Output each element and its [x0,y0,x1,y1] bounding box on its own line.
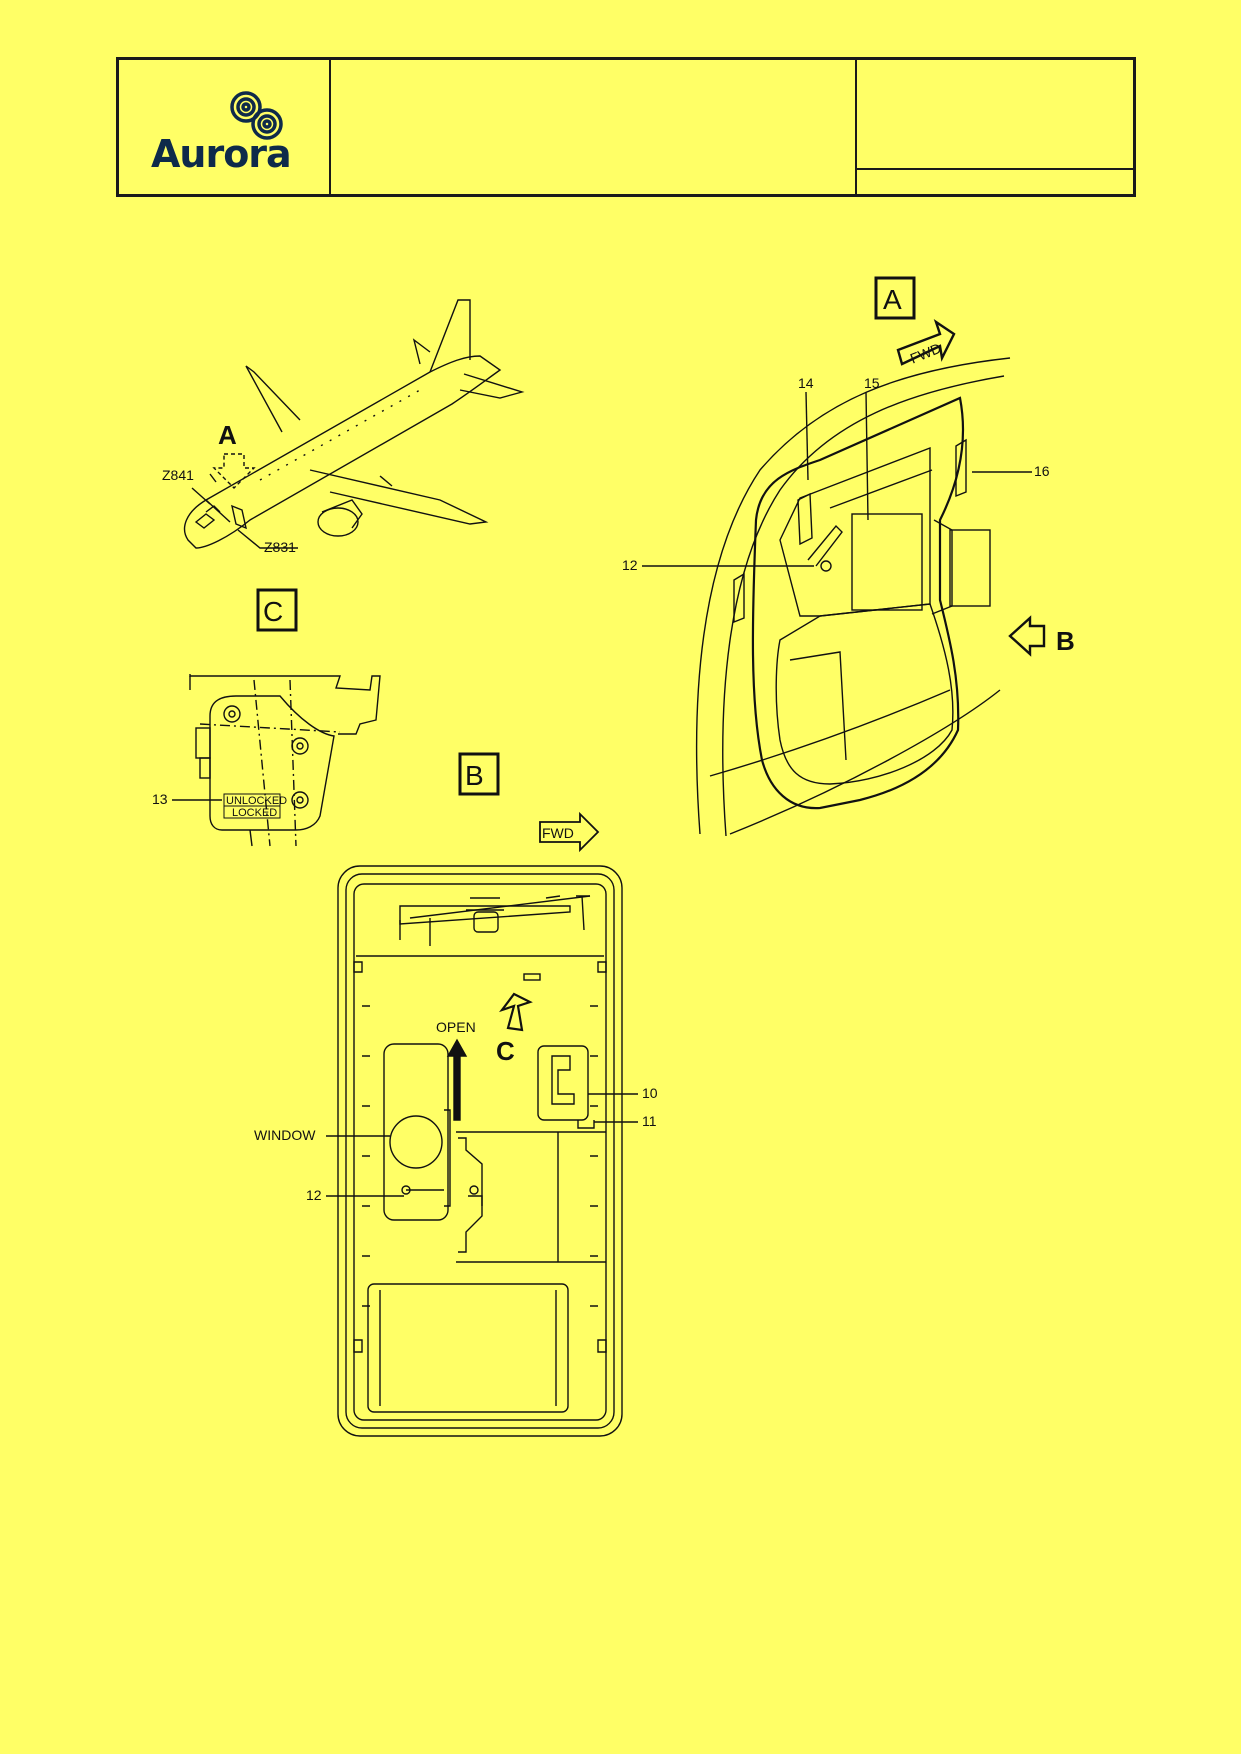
view-a-callout-16: 16 [1034,463,1050,479]
view-a-callout-14: 14 [798,375,814,391]
view-c-drawing [172,588,381,847]
view-b-callout-11: 11 [642,1113,657,1129]
view-c-unlocked-label: UNLOCKED [226,795,287,807]
view-a-callout-15: 15 [864,375,880,391]
view-b-callout-12: 12 [306,1187,322,1203]
view-b-arrow-c-label: C [496,1036,515,1066]
view-a-callout-12: 12 [622,557,638,573]
header-title-cell [331,60,857,194]
view-a-arrow-b-label: B [1056,626,1075,656]
view-b-label: B [465,760,484,791]
view-a-drawing [642,276,1046,837]
zone-label-z831: Z831 [264,539,296,555]
zone-label-z841: Z841 [162,467,194,483]
header-ref-top [857,60,1133,170]
aircraft-overview [183,299,525,549]
view-c-label: C [263,596,283,627]
header-ref-cell [857,60,1133,194]
view-b-drawing [326,752,638,1437]
document-header: Aurora [116,57,1136,197]
logo-cell: Aurora [119,60,331,194]
view-b-callout-10: 10 [642,1085,658,1101]
aircraft-arrow-label: A [218,420,237,450]
view-c-callout-13: 13 [152,791,168,807]
aurora-logo-icon [230,91,283,140]
view-a-label: A [883,284,902,315]
view-c-locked-label: LOCKED [232,807,277,819]
logo-wordmark: Aurora [151,132,292,176]
view-b-fwd-label: FWD [542,825,574,841]
view-b-window-label: WINDOW [254,1127,316,1143]
view-b-open-label: OPEN [436,1019,476,1035]
